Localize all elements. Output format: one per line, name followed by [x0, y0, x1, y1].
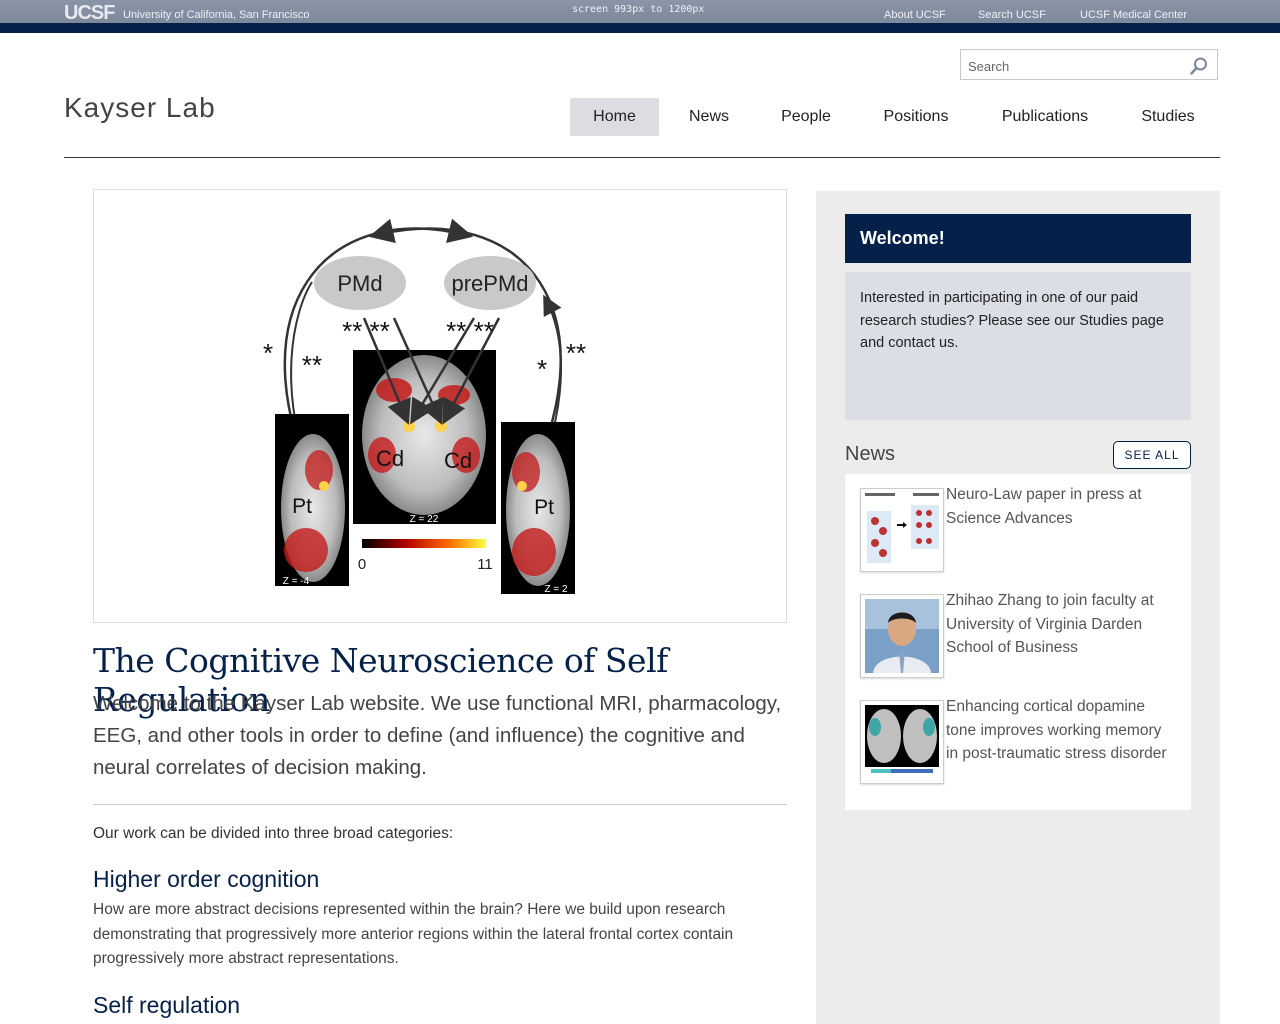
sig-star-1: * [263, 338, 273, 368]
news-list: Neuro-Law paper in press at Science Adva… [845, 474, 1191, 810]
scale-max-label: 11 [477, 556, 493, 573]
section-heading-self-regulation: Self regulation [93, 992, 241, 1018]
about-ucsf-link[interactable]: About UCSF [884, 9, 946, 21]
news-item[interactable]: Neuro-Law paper in press at Science Adva… [860, 474, 1180, 580]
sig-star-2: ** [302, 350, 322, 380]
nav-positions[interactable]: Positions [883, 108, 949, 125]
pmd-label: PMd [337, 271, 382, 296]
nav-studies[interactable]: Studies [1141, 108, 1195, 125]
brain-scan-thumbnail[interactable] [860, 700, 944, 784]
z-center-label: Z = 22 [410, 514, 439, 525]
cd-left-label: Cd [376, 446, 404, 471]
nav-publications[interactable]: Publications [1001, 108, 1089, 125]
hero-brain-figure: PMd prePMd Cd Cd Z = 22 Pt Z = -4 Pt Z [93, 189, 787, 623]
scale-min-label: 0 [358, 556, 366, 573]
ucsf-medical-center-link[interactable]: UCSF Medical Center [1080, 9, 1187, 21]
portrait-thumbnail[interactable] [860, 594, 944, 678]
site-title[interactable]: Kayser Lab [64, 92, 216, 123]
sig-star-6: ** [566, 338, 586, 368]
pt-right-label: Pt [534, 496, 554, 519]
search-ucsf-link[interactable]: Search UCSF [978, 9, 1046, 21]
news-item[interactable]: Enhancing cortical dopamine tone improve… [860, 686, 1180, 810]
section-heading-higher-order-cognition: Higher order cognition [93, 866, 320, 892]
welcome-text: Interested in participating in one of ou… [845, 272, 1191, 420]
page-title: The Cognitive Neuroscience of Self Regul… [93, 641, 668, 719]
z-right-label: Z = 2 [544, 584, 568, 595]
screen-size-note: screen 993px to 1200px [572, 4, 705, 15]
news-heading: News [845, 443, 896, 465]
news-item-title[interactable]: Enhancing cortical dopamine tone improve… [946, 698, 1167, 762]
nav-people[interactable]: People [781, 108, 831, 125]
ucsf-logo[interactable]: UCSF [64, 2, 115, 24]
news-item-title[interactable]: Neuro-Law paper in press at Science Adva… [946, 486, 1142, 527]
prepmd-oval [444, 256, 536, 310]
ucsf-top-bar: UCSF University of California, San Franc… [0, 0, 1280, 33]
color-scale-bar [362, 539, 486, 548]
header-divider [64, 157, 1220, 158]
section-text-higher-order-cognition: How are more abstract decisions represen… [93, 901, 734, 967]
search-input[interactable] [966, 55, 1185, 77]
content-divider [93, 804, 787, 805]
cd-right-label: Cd [444, 448, 472, 473]
news-item[interactable]: Zhihao Zhang to join faculty at Universi… [860, 580, 1180, 686]
nav-news[interactable]: News [688, 108, 729, 125]
z-left-label: Z = -4 [283, 576, 310, 587]
nav-home[interactable]: Home [570, 98, 659, 136]
sig-star-4: ** ** [446, 316, 494, 346]
news-item-title[interactable]: Zhihao Zhang to join faculty at Universi… [946, 592, 1154, 656]
sig-star-5: * [537, 354, 547, 384]
prepmd-label: prePMd [451, 271, 528, 296]
pt-left-label: Pt [292, 495, 312, 518]
university-name-link[interactable]: University of California, San Francisco [123, 9, 310, 21]
see-all-news-button[interactable]: SEE ALL [1113, 441, 1191, 469]
brain-connectivity-diagram: PMd prePMd Cd Cd Z = 22 Pt Z = -4 Pt Z [263, 218, 586, 595]
intro-paragraph: Welcome to the Kayser Lab website. We us… [93, 692, 782, 779]
figure-thumbnail[interactable] [860, 488, 944, 572]
navy-divider [0, 23, 1280, 33]
pmd-oval [314, 256, 406, 310]
welcome-heading: Welcome! [845, 214, 1191, 263]
categories-intro: Our work can be divided into three broad… [93, 825, 454, 842]
search-icon[interactable] [1189, 56, 1209, 76]
search-box [960, 49, 1218, 80]
sig-star-3: ** ** [342, 316, 390, 346]
